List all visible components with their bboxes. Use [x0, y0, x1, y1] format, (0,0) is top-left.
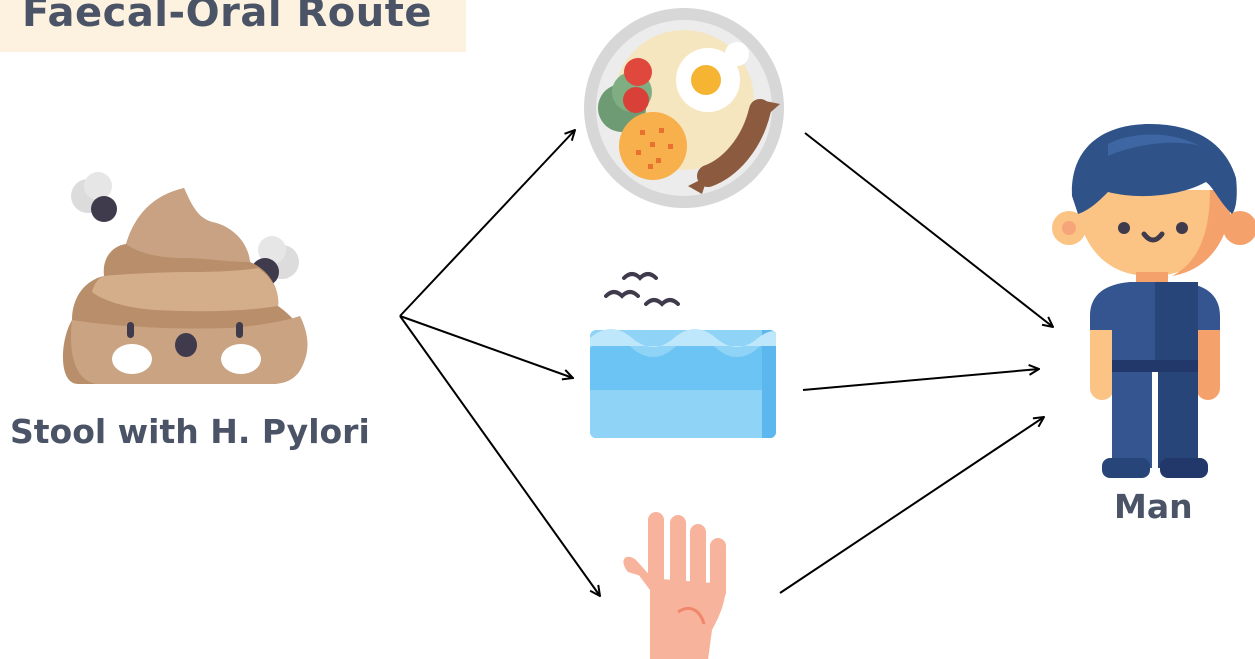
target-label: Man	[1114, 487, 1193, 526]
diagram-title: Faecal-Oral Route	[22, 0, 432, 36]
man-avatar-icon	[1052, 124, 1255, 478]
title-highlight: Faecal-Oral Route	[0, 0, 466, 52]
fly-icon	[71, 172, 117, 222]
arrow-water-to-target	[802, 369, 1039, 391]
source-label: Stool with H. Pylori	[10, 412, 370, 451]
poop-with-flies-icon	[62, 172, 308, 384]
arrow-source-to-food	[399, 130, 575, 317]
arrow-hand-to-target	[779, 417, 1044, 594]
arrows-group	[399, 130, 1053, 596]
arrow-source-to-water	[399, 315, 573, 378]
arrow-food-to-target	[804, 132, 1053, 327]
plate-of-food-icon	[584, 8, 784, 208]
arrow-source-to-hand	[399, 315, 600, 596]
water-waves-with-birds-icon	[590, 272, 776, 438]
hand-icon	[623, 512, 726, 659]
